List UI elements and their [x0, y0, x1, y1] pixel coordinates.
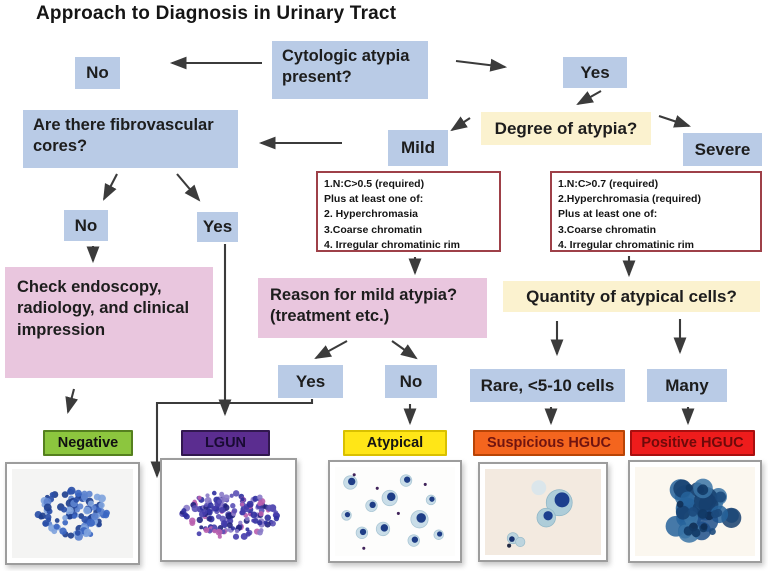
result-label: Positive HGUC	[630, 430, 755, 456]
criteria-line: 4. Irregular chromatinic rim	[324, 238, 460, 251]
criteria-line: 2.Hyperchromasia (required)	[558, 193, 701, 206]
node-rare-cells: Rare, <5-10 cells	[470, 369, 625, 402]
criteria-line: 3.Coarse chromatin	[324, 223, 423, 236]
result-label: LGUN	[181, 430, 270, 456]
node-no-top: No	[75, 57, 120, 89]
atypical-specimen-image	[328, 460, 462, 563]
criteria-line: Plus at least one of:	[558, 208, 658, 221]
negative-specimen-image	[5, 462, 140, 565]
node-check-endoscopy: Check endoscopy, radiology, and clinical…	[5, 267, 213, 378]
lgun-specimen-image	[160, 458, 297, 562]
positive-cells-art	[635, 467, 755, 556]
criteria-line: 3.Coarse chromatin	[558, 223, 657, 236]
node-degree-of-atypia: Degree of atypia?	[481, 112, 651, 145]
node-fibrovascular-cores: Are there fibrovascular cores?	[23, 110, 238, 168]
node-fibro-yes: Yes	[197, 212, 238, 242]
node-quantity-atypical-cells: Quantity of atypical cells?	[503, 281, 760, 312]
lgun-cells-art	[167, 465, 290, 555]
criteria-line: 1.N:C>0.5 (required)	[324, 178, 425, 190]
node-cytologic-atypia: Cytologic atypia present?	[272, 41, 428, 99]
criteria-line: 4. Irregular chromatinic rim	[558, 238, 694, 251]
result-label: Negative	[43, 430, 133, 456]
positive-specimen-image	[628, 460, 762, 563]
negative-cells-art	[12, 469, 133, 558]
node-yes-top: Yes	[563, 57, 627, 88]
node-severe: Severe	[683, 133, 762, 166]
criteria-line: 2. Hyperchromasia	[324, 208, 418, 221]
suspicious-cells-art	[485, 469, 601, 555]
result-label: Atypical	[343, 430, 447, 456]
node-mild: Mild	[388, 130, 448, 166]
node-fibro-no: No	[64, 210, 108, 241]
node-reason-mild-atypia: Reason for mild atypia? (treatment etc.)	[258, 278, 487, 338]
atypical-cells-art	[335, 467, 455, 556]
page-title: Approach to Diagnosis in Urinary Tract	[36, 3, 397, 24]
suspicious-specimen-image	[478, 462, 608, 562]
criteria-line: Plus at least one of:	[324, 193, 424, 206]
severe-criteria-box: 1.N:C>0.7 (required) 2.Hyperchromasia (r…	[550, 171, 762, 252]
mild-criteria-box: 1.N:C>0.5 (required) Plus at least one o…	[316, 171, 501, 252]
node-reason-yes: Yes	[278, 365, 343, 398]
node-many: Many	[647, 369, 727, 402]
criteria-line: 1.N:C>0.7 (required)	[558, 178, 659, 190]
result-label: Suspicious HGUC	[473, 430, 625, 456]
node-reason-no: No	[385, 365, 437, 398]
